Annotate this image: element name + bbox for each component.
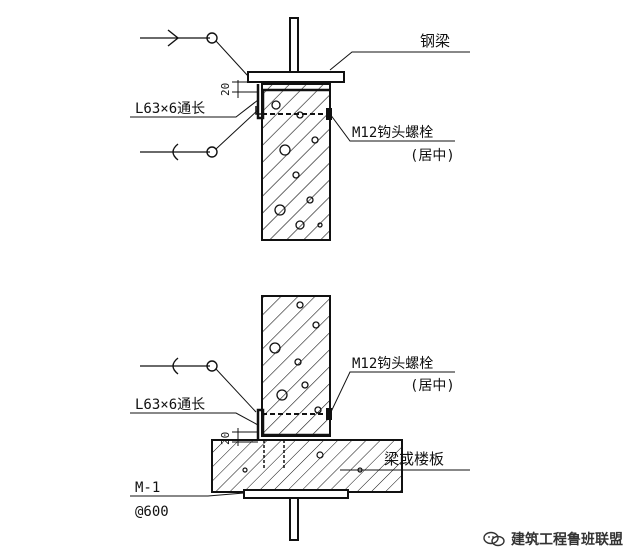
watermark: 建筑工程鲁班联盟 — [483, 529, 623, 549]
label-beam-or-slab: 梁或楼板 — [384, 450, 444, 468]
leader-embed-plate — [130, 492, 245, 497]
leader-bolt-top — [329, 113, 455, 142]
label-angle-top: L63×6通长 — [135, 101, 205, 117]
label-bolt-bottom-note: (居中) — [410, 378, 455, 394]
leader-bottom-1 — [215, 368, 257, 413]
steel-beam-flange — [247, 71, 345, 83]
axis-bubble-top-2 — [206, 146, 218, 158]
bottom-detail: 20 M12钩头螺栓 (居中) L63×6通长 梁或楼板 M-1 @600 — [130, 295, 470, 541]
label-bolt-top: M12钩头螺栓 — [352, 125, 433, 141]
leader-angle-top — [130, 99, 259, 118]
angle-steel-top — [256, 84, 330, 120]
beam-or-slab — [211, 439, 403, 493]
label-embed-plate: M-1 — [135, 480, 160, 496]
dim-label-bottom: 20 — [219, 432, 232, 445]
concrete-wall-top — [261, 83, 331, 241]
flag-symbol-bottom-1 — [172, 357, 179, 375]
dim-label-top: 20 — [219, 83, 232, 96]
label-bolt-top-note: (居中) — [410, 148, 455, 164]
leader-top-1 — [215, 40, 249, 77]
bolt-nut-bottom — [326, 408, 332, 420]
axis-bubble-bottom-1 — [206, 360, 218, 372]
angle-steel-bottom — [256, 408, 330, 440]
label-angle-bottom: L63×6通长 — [135, 397, 205, 413]
steel-beam-web-bottom — [289, 497, 299, 541]
leader-bolt-bottom — [329, 371, 455, 415]
label-spacing: @600 — [135, 504, 169, 520]
flag-symbol-top-2 — [172, 143, 179, 161]
watermark-text: 建筑工程鲁班联盟 — [511, 532, 623, 548]
leader-angle-bottom — [130, 412, 259, 426]
label-bolt-bottom: M12钩头螺栓 — [352, 356, 433, 372]
aggregate-dots-top — [271, 100, 323, 230]
top-detail: 20 钢梁 L63×6通长 M12钩头螺栓 (居中) — [130, 17, 470, 241]
axis-bubble-top-1 — [206, 32, 218, 44]
flag-symbol-top-1 — [167, 29, 180, 47]
label-steel-beam: 钢梁 — [420, 32, 450, 50]
leader-top-2 — [215, 109, 259, 150]
embed-plate — [243, 489, 349, 499]
wechat-icon — [483, 531, 505, 547]
bolt-hook-top — [255, 106, 264, 115]
steel-beam-web — [289, 17, 299, 81]
leader-steel-beam — [329, 51, 470, 71]
bolt-nut-top — [326, 108, 332, 120]
